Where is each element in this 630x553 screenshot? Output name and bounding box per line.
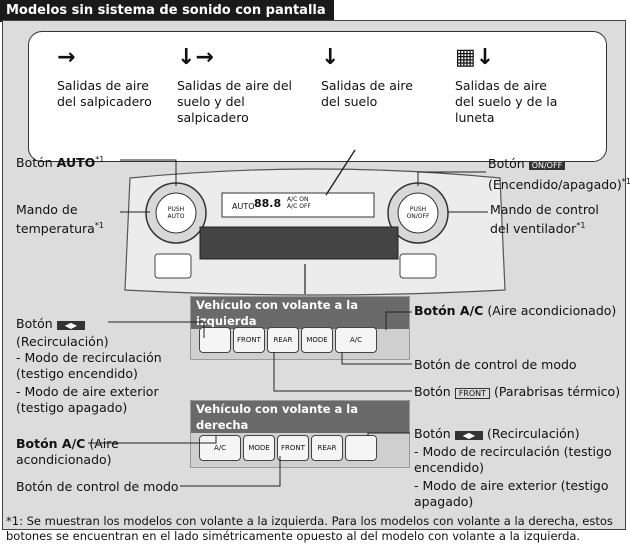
knob-right-label: PUSH ON/OFF xyxy=(406,206,430,220)
knob-left-label: PUSH AUTO xyxy=(167,206,185,220)
floor-face-vent-icon: ↓→ xyxy=(177,45,214,70)
rhd-recirculation-button[interactable] xyxy=(345,435,377,461)
display-ac: A/C ON A/C OFF xyxy=(287,196,311,210)
lhd-rear-defrost-button[interactable]: REAR xyxy=(267,327,299,353)
mode-floor-face: ↓→ Salidas de aire del suelo y del salpi… xyxy=(177,38,295,126)
recirculation-icon: ◀▶ xyxy=(56,321,85,330)
auto-button-callout: Botón AUTO*1 xyxy=(16,155,105,171)
rhd-button-row: A/C MODE FRONT REAR xyxy=(199,435,379,461)
lhd-title: Vehículo con volante a la izquierda xyxy=(191,297,409,329)
temperature-dial-callout: Mando de temperatura*1 xyxy=(16,202,104,237)
lhd-subpanel: Vehículo con volante a la izquierda FRON… xyxy=(190,296,410,360)
recirculation-off-note: - Modo de aire exterior (testigo apagado… xyxy=(16,384,159,415)
recirculation-bottom-callout: Botón ◀▶ (Recirculación) xyxy=(414,426,580,441)
ac-button-top-callout: Botón A/C (Aire acondicionado) xyxy=(414,303,617,318)
face-vent-icon: → xyxy=(57,45,76,70)
footnote: *1: Se muestran los modelos con volante … xyxy=(6,514,613,543)
rhd-title: Vehículo con volante a la derecha xyxy=(191,401,409,433)
lhd-button-row: FRONT REAR MODE A/C xyxy=(199,327,379,353)
mode-floor-label: Salidas de aire del suelo xyxy=(321,78,413,109)
section-header: Modelos sin sistema de sonido con pantal… xyxy=(0,0,334,22)
display-temp: 88.8 xyxy=(254,197,282,210)
floor-vent-icon: ↓ xyxy=(321,45,340,70)
floor-defrost-vent-icon: ▦↓ xyxy=(455,45,495,70)
lhd-front-defrost-button[interactable]: FRONT xyxy=(233,327,265,353)
lhd-ac-button[interactable]: A/C xyxy=(335,327,377,353)
recirculation-bottom-icon: ◀▶ xyxy=(454,431,483,440)
front-defrost-callout: Botón FRONT (Parabrisas térmico) xyxy=(414,384,621,399)
mode-face: → Salidas de aire del salpicadero xyxy=(57,38,157,110)
onoff-button-icon: ON/OFF xyxy=(528,161,566,170)
recirculation-bottom-on-note: - Modo de recirculación (testigo encendi… xyxy=(414,444,612,475)
mode-floor-defrost: ▦↓ Salidas de aire del suelo y de la lun… xyxy=(455,38,565,126)
mode-floor-face-label: Salidas de aire del suelo y del salpicad… xyxy=(177,78,292,125)
mode-control-bottom-callout: Botón de control de modo xyxy=(16,479,179,494)
mode-face-label: Salidas de aire del salpicadero xyxy=(57,78,152,109)
rhd-mode-button[interactable]: MODE xyxy=(243,435,275,461)
mode-bubble: → Salidas de aire del salpicadero ↓→ Sal… xyxy=(28,31,607,162)
mode-floor-defrost-label: Salidas de aire del suelo y de la luneta xyxy=(455,78,558,125)
display-auto: AUTO xyxy=(232,202,255,211)
rhd-rear-defrost-button[interactable]: REAR xyxy=(311,435,343,461)
rhd-subpanel: Vehículo con volante a la derecha A/C MO… xyxy=(190,400,410,468)
lhd-mode-button[interactable]: MODE xyxy=(301,327,333,353)
recirculation-on-note: - Modo de recirculación (testigo encendi… xyxy=(16,350,162,381)
mode-floor: ↓ Salidas de aire del suelo xyxy=(321,38,421,110)
fan-dial-callout: Mando de control del ventilador*1 xyxy=(490,202,599,237)
recirculation-callout: Botón ◀▶ (Recirculación) xyxy=(16,316,109,349)
front-defrost-icon: FRONT xyxy=(454,388,491,399)
rhd-ac-button[interactable]: A/C xyxy=(199,435,241,461)
onoff-button-callout: Botón ON/OFF (Encendido/apagado)*1 xyxy=(488,156,630,193)
rhd-front-defrost-button[interactable]: FRONT xyxy=(277,435,309,461)
recirculation-bottom-off-note: - Modo de aire exterior (testigo apagado… xyxy=(414,478,609,509)
lhd-recirculation-button[interactable] xyxy=(199,327,231,353)
mode-control-top-callout: Botón de control de modo xyxy=(414,357,577,372)
